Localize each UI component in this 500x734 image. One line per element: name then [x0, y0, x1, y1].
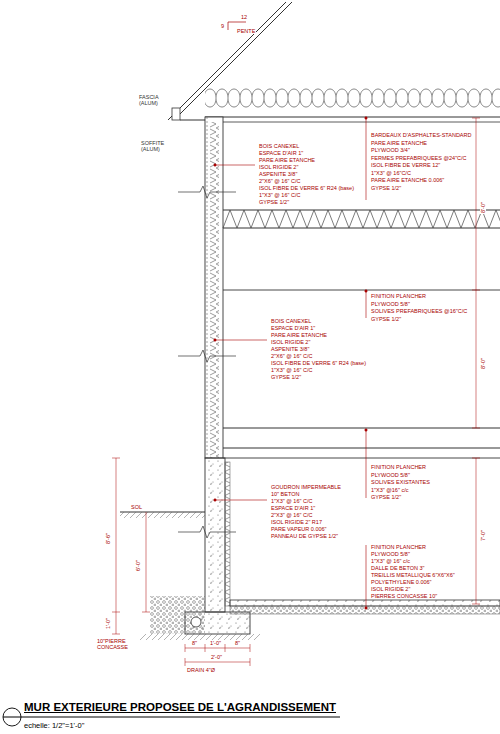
callout-text: ISOL RIGIDE 2": [270, 339, 311, 345]
callout-text: 1"X3" @ 16" C/C: [258, 192, 301, 198]
callout-text: 1"X3" @ 16" C/C: [270, 498, 313, 504]
callout-text: BOIS CANEXEL: [258, 143, 300, 149]
callout-text: ISOL FIBRE DE VERRE 6" R24 (base): [258, 185, 355, 191]
callout-text: 1"X3" @16" c/c: [370, 487, 409, 493]
callout-text: ISOL FIBRE DE VERRE 6" R24 (base): [270, 360, 367, 366]
callout-text: ASPENITE 3/8": [270, 346, 310, 352]
callout-text: 2"X6" @ 16" C/C: [258, 178, 301, 184]
callout-text: ESPACE D'AIR 1": [258, 150, 304, 156]
callout-text: ISOL RIGIDE 2": [258, 164, 299, 170]
callout-text: GYPSE 1/2": [370, 494, 402, 500]
callout-text: FINITION PLANCHER: [370, 464, 427, 470]
callout-text: 1"X3" @ 16" C/C: [270, 367, 313, 373]
callout-text: PIERRES CONCASSE 10": [370, 593, 438, 599]
drawing-title: MUR EXTERIEURE PROPOSEE DE L'AGRANDISSEM…: [24, 701, 336, 713]
callout-text: 10" BETON: [270, 491, 300, 497]
callout-text: SOFFITE (ALUM): [140, 140, 174, 152]
callout-text: PLYWOOD 5/8": [370, 551, 411, 557]
scale-note: echelle: 1/2"=1'-0": [24, 721, 84, 730]
callout-text: GYPSE 1/2": [370, 185, 402, 191]
callout-text: 12: [240, 14, 248, 20]
callout-text: FINITION PLANCHER: [370, 293, 427, 299]
callout-text: PLYWOOD 3/4": [370, 147, 411, 153]
callout-text: PARE VAPEUR 0.006": [270, 526, 328, 532]
callout-text: PANNEAU DE GYPSE 1/2": [270, 533, 339, 539]
callout-text: ESPACE D'AIR 1": [270, 505, 316, 511]
callout-text: ISOL RIGIDE 2": [370, 586, 411, 592]
callout-text: PARE AIRE ETANCHE: [258, 157, 316, 163]
callout-text: PLYWOOD 5/8": [370, 472, 411, 478]
callout-text: GYPSE 1/2": [270, 374, 302, 380]
callout-text: 1'-0": [209, 640, 222, 646]
dimension: 7'-0": [480, 529, 486, 542]
callout-text: 2"X3" @ 16" C/C: [270, 512, 313, 518]
callout-text: ISOL FIBRE DE VERRE 12": [370, 162, 441, 168]
callout-text: FINITION PLANCHER: [370, 544, 427, 550]
callout-text: PARE AIRE ETANCHE 0.006": [370, 177, 445, 183]
callout-text: GOUDRON IMPERMEABLE: [270, 484, 342, 490]
callout-text: 1"X3" @ 16" c/c: [370, 558, 411, 564]
callout-text: PENTE: [236, 28, 256, 34]
callout-text: BARDEAUX D'ASPHALTES-STANDARD: [370, 132, 472, 138]
callout-text: SOLIVES EXISTANTES: [370, 479, 431, 485]
dimension: 6'-0": [135, 559, 141, 572]
callout-text: GYPSE 1/2": [258, 199, 290, 205]
dimension: 1'-0": [105, 617, 111, 630]
callout-text: 8": [234, 640, 241, 646]
callout-text: TREILLIS METALLIQUE 6"X6"X6": [370, 572, 456, 578]
callout-text: 1"X3" @ 16"C/C: [370, 170, 412, 176]
callout-text: BOIS CANEXEL: [270, 318, 312, 324]
callout-text: DRAIN 4"Ø: [186, 667, 216, 673]
callout-text: PLYWOOD 5/8": [370, 301, 411, 307]
callout-text: 2"X6" @ 16" C/C: [270, 353, 313, 359]
callout-text: FASCIA (ALUM): [138, 94, 172, 106]
callout-text: PARE AIRE ETANCHE: [270, 332, 328, 338]
callout-text: ISOL RIGIDE 2" R17: [270, 519, 323, 525]
callout-text: DALLE DE BETON 3": [370, 565, 426, 571]
callout-text: ESPACE D'AIR 1": [270, 325, 316, 331]
callout-text: GYPSE 1/2": [370, 316, 402, 322]
callout-text: 8": [191, 640, 198, 646]
callout-text: POLYETHYLENE 0.006": [370, 579, 433, 585]
callout-text: ASPENITE 3/8": [258, 171, 298, 177]
callout-text: SOL: [130, 504, 143, 510]
callout-text: 9: [220, 23, 225, 29]
dimension: 8'-6": [105, 532, 111, 545]
callout-text: SOLIVES PREFABRIQUEES @16"C/C: [370, 308, 468, 314]
callout-text: FERMES PREFABRIQUEES @24"C/C: [370, 155, 468, 161]
dimension: 8'-0": [480, 201, 486, 214]
callout-text: PARE AIRE ETANCHE: [370, 140, 428, 146]
dimension: 8'-0": [480, 357, 486, 370]
callout-text: 2'-0": [210, 654, 223, 660]
callout-text: 10"PIERRE CONCASSE: [96, 638, 132, 650]
